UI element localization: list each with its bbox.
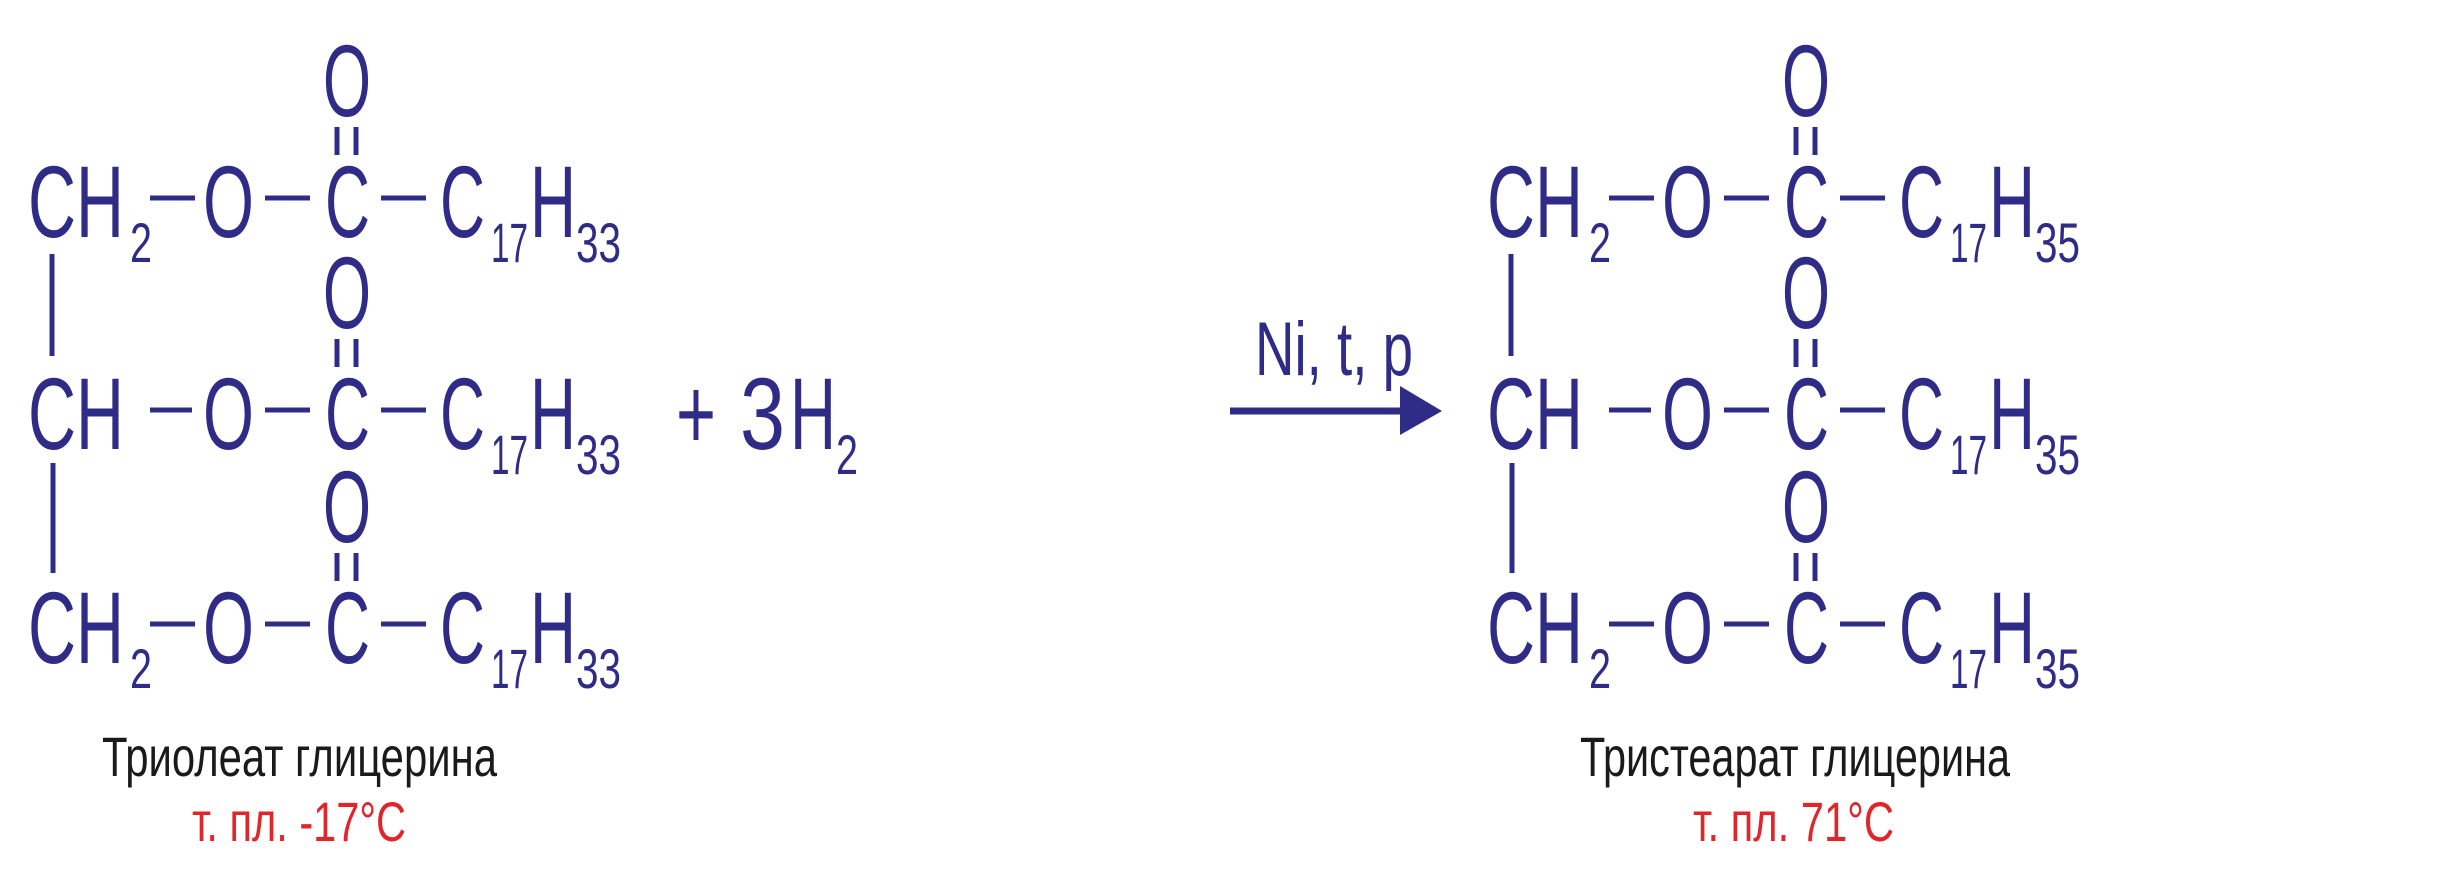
- glycerol-backbone: [1508, 254, 1515, 573]
- glycerol-group-subscript: 2: [130, 211, 152, 274]
- carbonyl-carbon: C: [1784, 571, 1829, 685]
- chain-hydrogen-subscript: 35: [2035, 423, 2080, 486]
- ester-oxygen: O: [203, 357, 254, 471]
- glycerol-group: CH: [1487, 571, 1583, 685]
- carbonyl-oxygen: O: [323, 236, 371, 350]
- carbonyl-oxygen: O: [323, 24, 371, 138]
- chain-hydrogen-subscript: 35: [2035, 211, 2080, 274]
- carbonyl-carbon: C: [1784, 145, 1829, 259]
- reagent-coefficient: 3: [740, 357, 785, 471]
- glycerol-group-subscript: 2: [130, 637, 152, 700]
- chain-carbon-subscript: 17: [1950, 423, 1987, 486]
- ester-oxygen: O: [203, 571, 254, 685]
- chain-carbon-subscript: 17: [491, 637, 528, 700]
- arrow-head-icon: [1400, 386, 1442, 435]
- glycerol-group: CH: [1487, 357, 1583, 471]
- chain-hydrogen: H: [530, 571, 576, 685]
- reactant-name: Триолеат глицерина: [102, 725, 498, 788]
- carbonyl-oxygen: O: [1782, 236, 1830, 350]
- glycerol-group: CH: [28, 357, 124, 471]
- plus-sign: +: [676, 357, 716, 471]
- reagent-subscript: 2: [836, 423, 858, 486]
- chain-carbon: C: [1899, 571, 1944, 685]
- carbonyl-carbon: C: [325, 357, 370, 471]
- product-melting-point: т. пл. 71°C: [1693, 790, 1894, 853]
- carbonyl-carbon: C: [325, 571, 370, 685]
- carbonyl-carbon: C: [325, 145, 370, 259]
- reaction-conditions: Ni, t, p: [1255, 307, 1413, 392]
- chain-carbon-subscript: 17: [1950, 211, 1987, 274]
- chain-hydrogen-subscript: 33: [576, 211, 621, 274]
- reagent-element: H: [790, 357, 836, 471]
- product-name: Тристеарат глицерина: [1580, 725, 2011, 788]
- chain-hydrogen-subscript: 35: [2035, 637, 2080, 700]
- chain-hydrogen-subscript: 33: [576, 637, 621, 700]
- carbonyl-oxygen: O: [1782, 24, 1830, 138]
- chain-carbon: C: [440, 571, 485, 685]
- glycerol-group: CH: [1487, 145, 1583, 259]
- glycerol-group: CH: [28, 571, 124, 685]
- chain-hydrogen: H: [1989, 571, 2035, 685]
- reactant-melting-point: т. пл. -17°C: [192, 790, 406, 853]
- chain-hydrogen-subscript: 33: [576, 423, 621, 486]
- ester-oxygen: O: [1662, 145, 1713, 259]
- chain-hydrogen: H: [530, 145, 576, 259]
- carbonyl-oxygen: O: [323, 450, 371, 564]
- chain-carbon: C: [440, 357, 485, 471]
- chain-carbon: C: [1899, 357, 1944, 471]
- glycerol-group-subscript: 2: [1589, 637, 1611, 700]
- chain-hydrogen: H: [1989, 145, 2035, 259]
- chain-carbon: C: [1899, 145, 1944, 259]
- chain-hydrogen: H: [530, 357, 576, 471]
- glycerol-group: CH: [28, 145, 124, 259]
- ester-oxygen: O: [1662, 357, 1713, 471]
- chain-carbon-subscript: 17: [491, 423, 528, 486]
- glycerol-backbone: [49, 254, 56, 573]
- carbonyl-carbon: C: [1784, 357, 1829, 471]
- ester-oxygen: O: [1662, 571, 1713, 685]
- glycerol-group-subscript: 2: [1589, 211, 1611, 274]
- ester-oxygen: O: [203, 145, 254, 259]
- chain-carbon-subscript: 17: [491, 211, 528, 274]
- chain-carbon-subscript: 17: [1950, 637, 1987, 700]
- carbonyl-oxygen: O: [1782, 450, 1830, 564]
- chain-carbon: C: [440, 145, 485, 259]
- reagent-hydrogen: + 3 H 2: [676, 357, 858, 486]
- chain-hydrogen: H: [1989, 357, 2035, 471]
- reaction-arrow: Ni, t, p: [1230, 307, 1442, 435]
